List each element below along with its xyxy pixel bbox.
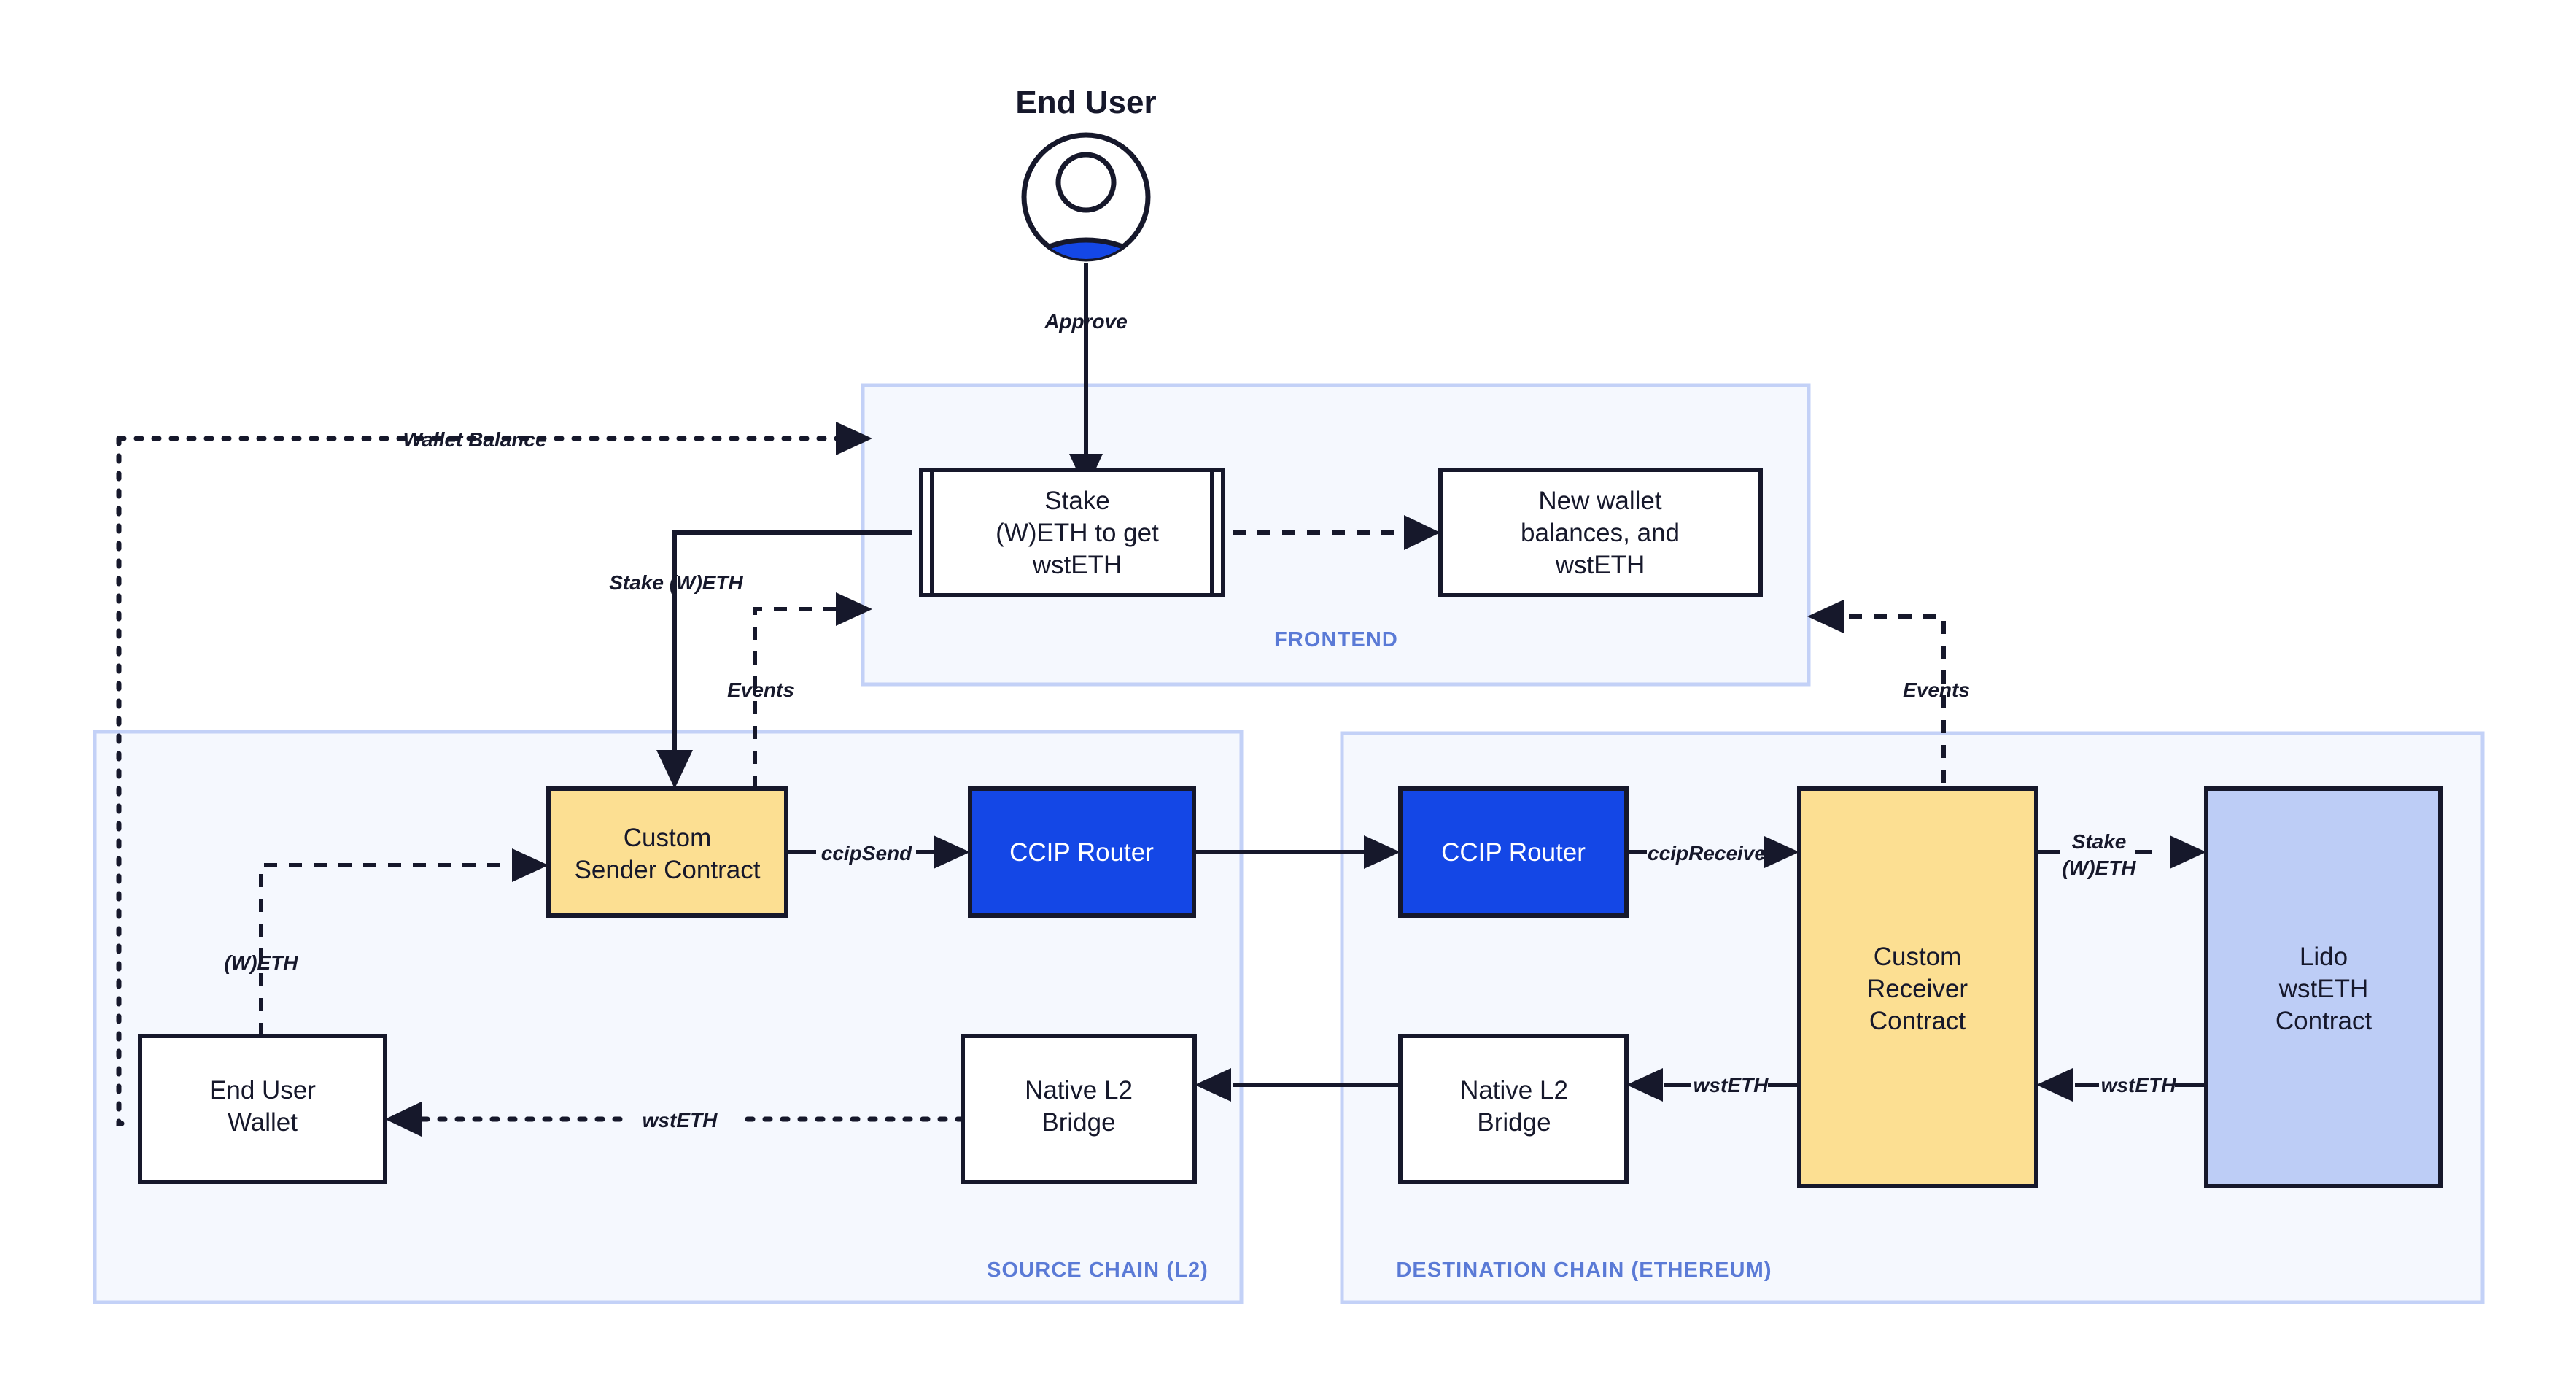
node-new-wallet-card-body	[1438, 468, 1763, 597]
node-native-bridge-source-line-2: Bridge	[1041, 1108, 1115, 1137]
edge-label-wallet-balance: Wallet Balance	[403, 428, 546, 451]
node-custom-receiver-contract-line-1: Custom	[1874, 943, 1962, 971]
node-custom-receiver-contract-line-3: Contract	[1869, 1007, 1966, 1035]
node-native-bridge-source[interactable]: Native L2 Bridge	[961, 1034, 1197, 1184]
edge-label-events-left: Events	[727, 678, 794, 701]
node-custom-sender-contract-line-1: Custom	[624, 824, 712, 852]
node-ccip-router-source-body	[968, 786, 1196, 918]
node-native-bridge-dest[interactable]: Native L2 Bridge	[1398, 1034, 1629, 1184]
edge-stake-weth-arrowhead	[656, 750, 693, 789]
node-lido-wsteth-contract-line-3: Contract	[2276, 1007, 2373, 1035]
page-title: End User	[1015, 85, 1156, 120]
node-ccip-router-dest-label: CCIP Router	[1441, 838, 1586, 867]
edge-ccipreceive-arrowhead	[1764, 836, 1799, 868]
edge-label-wsteth-source: wstETH	[643, 1109, 718, 1132]
node-stake-weth-card-line-1: Stake	[1044, 487, 1110, 515]
node-new-wallet-card[interactable]: New wallet balances, and wstETH	[1438, 468, 1763, 597]
edge-label-weth: (W)ETH	[224, 951, 298, 974]
edge-events-left-arrowhead	[836, 592, 872, 626]
edge-ccip-crosschain-arrowhead	[1364, 835, 1400, 869]
node-custom-receiver-contract-body	[1797, 786, 2038, 1188]
node-custom-sender-contract-body	[546, 786, 788, 918]
edge-events-right-arrowhead	[1807, 600, 1844, 633]
node-stake-weth-card-line-3: wstETH	[1032, 551, 1122, 579]
edge-label-stake-dest-line-2: (W)ETH	[2062, 856, 2136, 879]
edge-weth-line	[259, 863, 516, 1036]
edge-label-approve: Approve	[1044, 310, 1128, 333]
zone-label-frontend: FRONTEND	[1274, 628, 1398, 651]
edge-events-left-line	[753, 607, 840, 789]
node-end-user-wallet[interactable]: End User Wallet	[138, 1034, 387, 1184]
node-native-bridge-dest-line-2: Bridge	[1477, 1108, 1551, 1137]
node-ccip-router-source[interactable]: CCIP Router	[968, 786, 1196, 918]
edge-wsteth-lido-arrowhead	[2036, 1068, 2073, 1102]
edge-bridge-crosschain-arrowhead	[1195, 1068, 1231, 1102]
edge-label-wsteth-lido: wstETH	[2101, 1074, 2176, 1097]
edge-stake-weth-line	[672, 530, 912, 755]
node-end-user-wallet-line-2: Wallet	[228, 1108, 298, 1137]
node-lido-wsteth-contract-line-1: Lido	[2300, 943, 2348, 971]
edge-wsteth-receiver-arrowhead	[1626, 1068, 1663, 1102]
edge-frontend-cards-arrowhead	[1404, 515, 1440, 550]
node-lido-wsteth-contract[interactable]: Lido wstETH Contract	[2204, 786, 2443, 1188]
node-ccip-router-source-label: CCIP Router	[1009, 838, 1154, 867]
node-stake-weth-card-line-2: (W)ETH to get	[996, 519, 1159, 547]
node-end-user-wallet-body	[138, 1034, 387, 1184]
edge-label-events-right: Events	[1903, 678, 1970, 701]
node-native-bridge-dest-body	[1398, 1034, 1629, 1184]
node-new-wallet-card-line-1: New wallet	[1538, 487, 1661, 515]
edge-stake-dest-arrowhead	[2170, 835, 2206, 869]
node-end-user-wallet-line-1: End User	[209, 1076, 316, 1105]
node-stake-weth-card[interactable]: Stake (W)ETH to get wstETH	[919, 468, 1225, 597]
edge-label-stake-dest-line-1: Stake	[2072, 830, 2127, 853]
edge-events-right-line	[1839, 614, 1946, 783]
edge-wallet-balance-arrowhead	[836, 422, 872, 455]
edge-label-ccipreceive: ccipReceive	[1648, 842, 1766, 865]
zone-label-source-chain: SOURCE CHAIN (L2)	[987, 1258, 1209, 1282]
node-ccip-router-dest[interactable]: CCIP Router	[1398, 786, 1629, 918]
node-custom-sender-contract[interactable]: Custom Sender Contract	[546, 786, 788, 918]
node-stake-weth-card-body	[919, 468, 1225, 597]
node-native-bridge-dest-line-1: Native L2	[1460, 1076, 1568, 1105]
edge-label-wsteth-receiver: wstETH	[1694, 1074, 1769, 1097]
node-native-bridge-source-line-1: Native L2	[1025, 1076, 1133, 1105]
node-new-wallet-card-line-3: wstETH	[1555, 551, 1645, 579]
node-custom-receiver-contract-line-2: Receiver	[1867, 975, 1968, 1003]
edge-ccipsend-arrowhead	[934, 835, 970, 869]
node-lido-wsteth-contract-line-2: wstETH	[2278, 975, 2369, 1003]
edge-wallet-balance-rail	[116, 436, 136, 1126]
node-lido-wsteth-contract-body	[2204, 786, 2443, 1188]
avatar-head-icon	[1055, 152, 1117, 213]
node-custom-receiver-contract[interactable]: Custom Receiver Contract	[1797, 786, 2038, 1188]
avatar-shoulders-icon	[1024, 237, 1148, 259]
node-ccip-router-dest-body	[1398, 786, 1629, 918]
node-native-bridge-source-body	[961, 1034, 1197, 1184]
edge-wsteth-source-arrowhead	[385, 1102, 422, 1137]
node-custom-sender-contract-line-2: Sender Contract	[575, 856, 761, 884]
end-user-avatar	[1021, 132, 1151, 262]
edge-label-stake-weth: Stake (W)ETH	[609, 571, 743, 594]
edge-label-ccipsend: ccipSend	[821, 842, 912, 865]
zone-label-destination-chain: DESTINATION CHAIN (ETHEREUM)	[1396, 1258, 1772, 1282]
edge-weth-arrowhead	[512, 848, 548, 882]
node-new-wallet-card-line-2: balances, and	[1521, 519, 1680, 547]
